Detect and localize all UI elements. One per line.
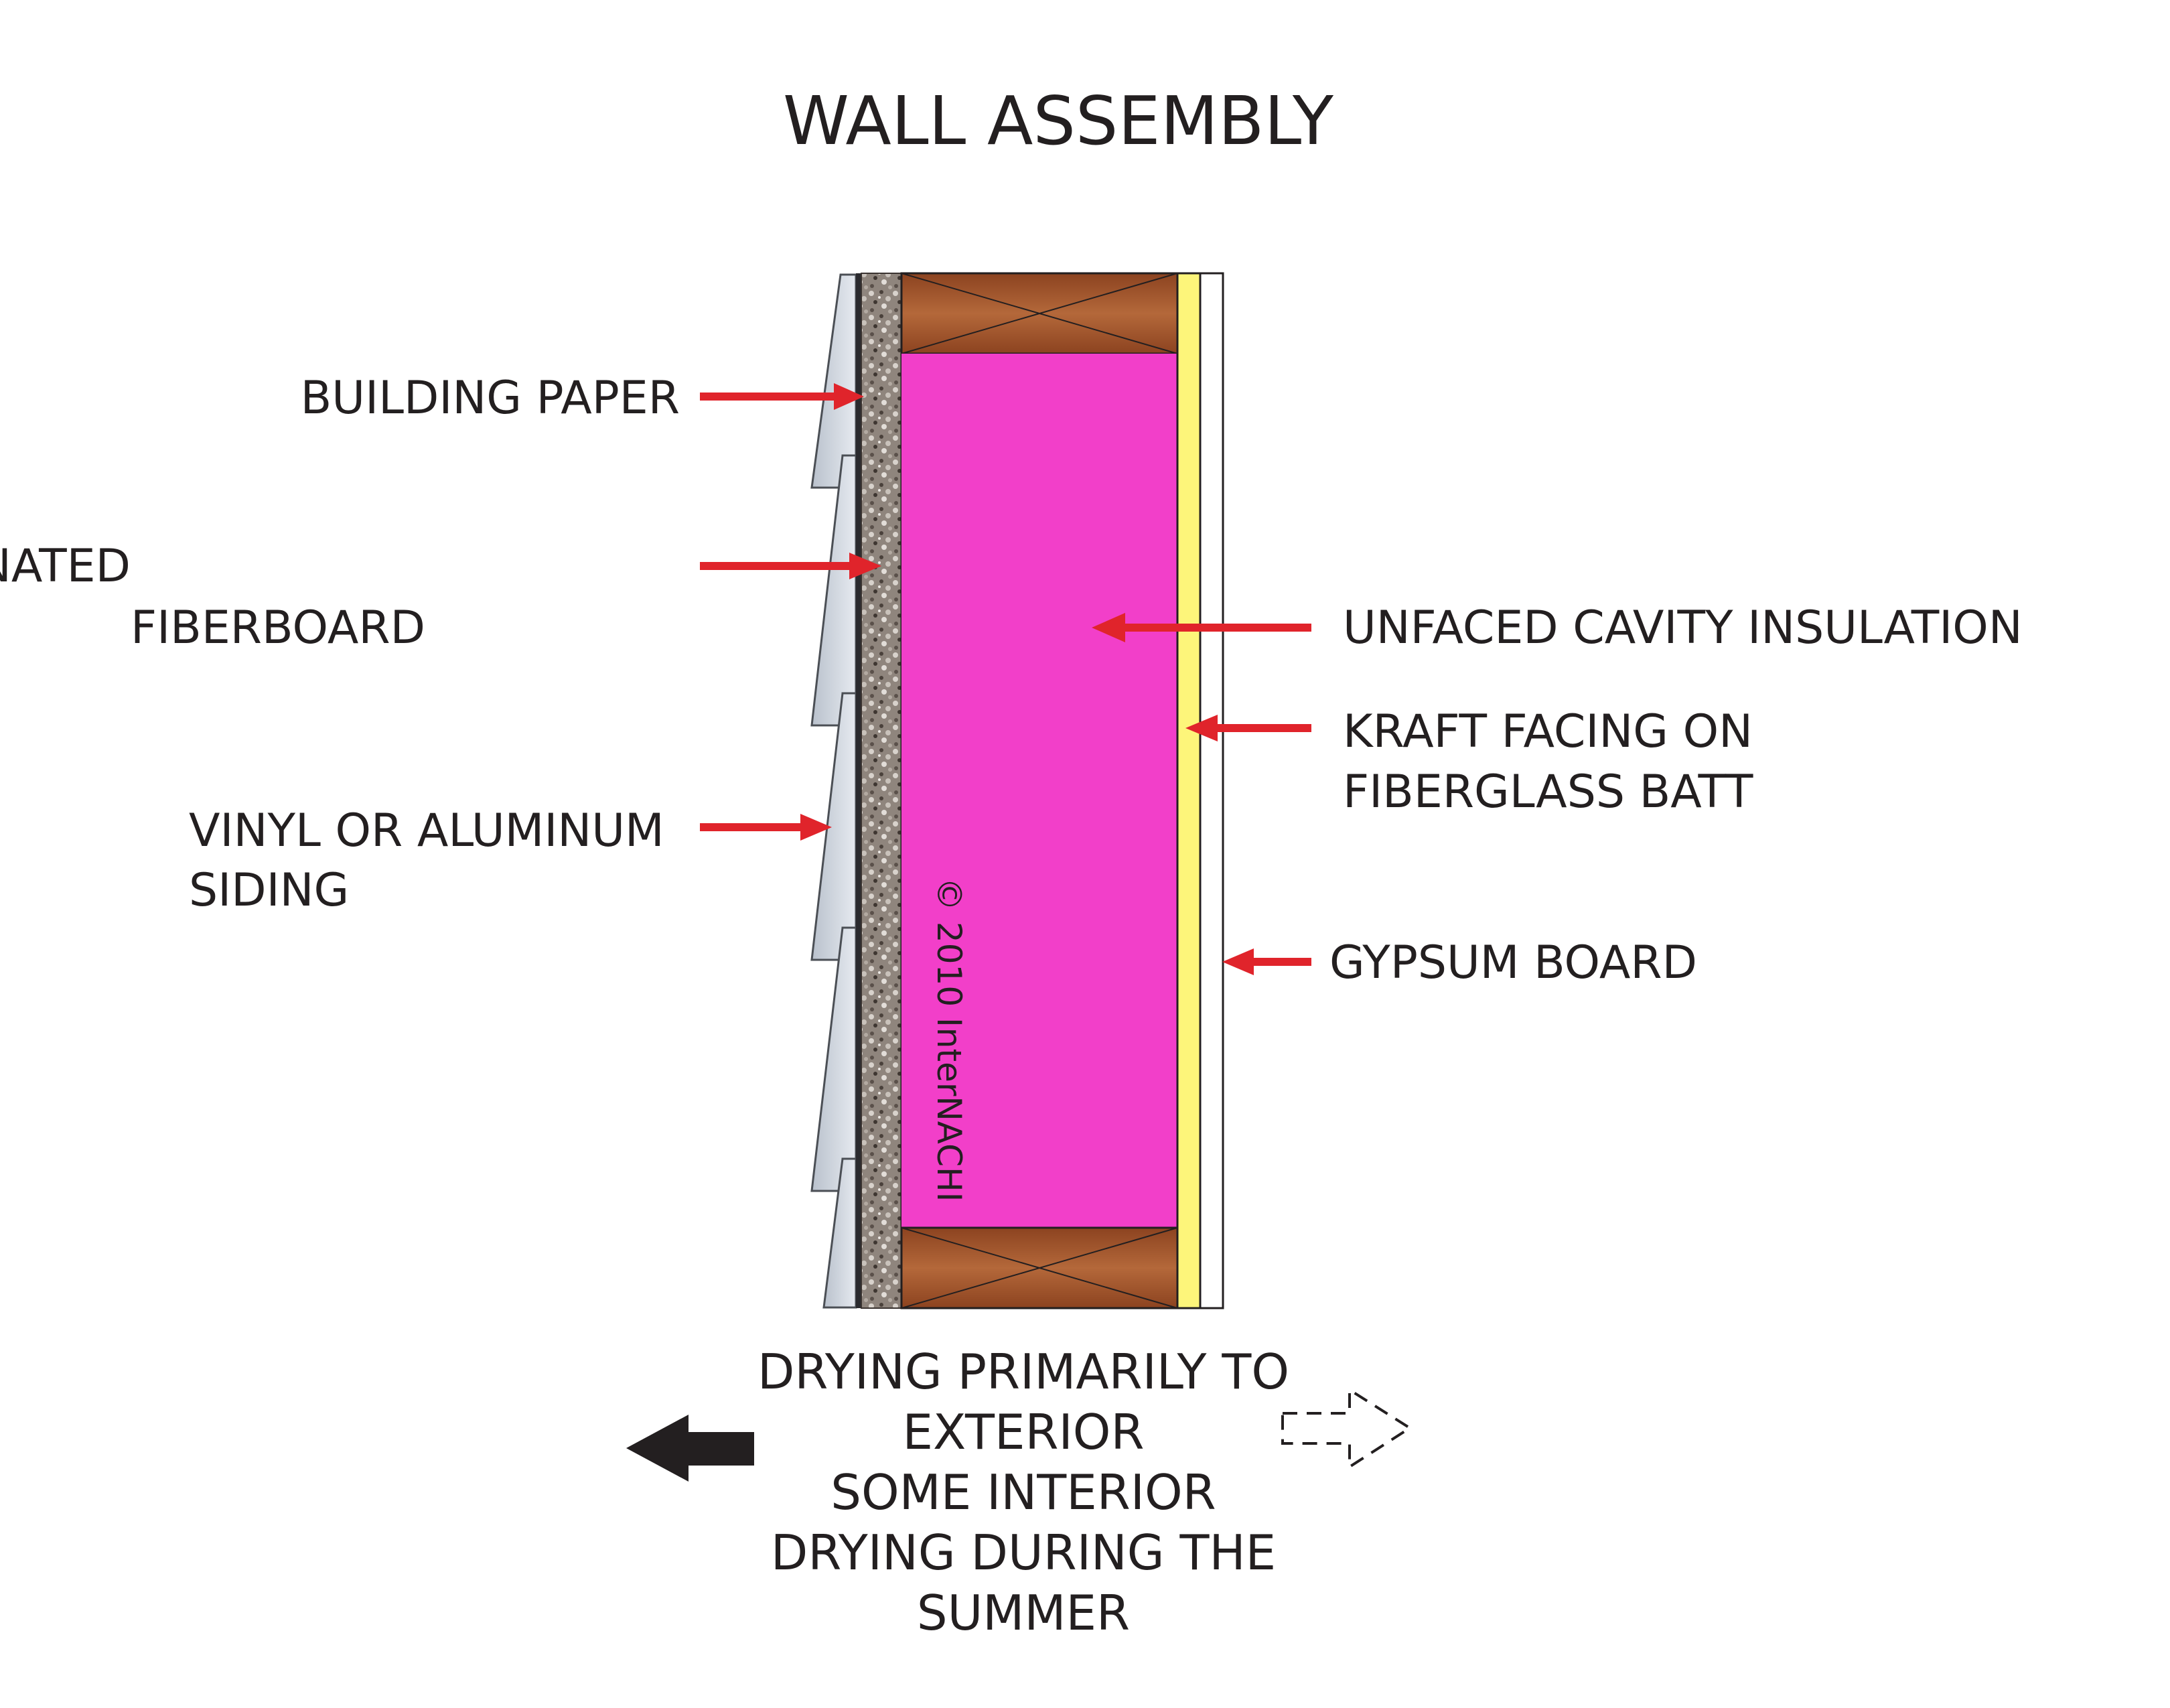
label-siding-line2: SIDING xyxy=(189,864,349,917)
label-fiberboard-line1: ASPHALT-IMPREGNATED xyxy=(0,540,131,593)
label-kraft-facing-line1: KRAFT FACING ON xyxy=(1343,705,1753,758)
diagram-title: WALL ASSEMBLY xyxy=(783,82,1334,160)
drying-caption-line1: DRYING PRIMARILY TO xyxy=(757,1344,1289,1400)
label-gypsum-board: GYPSUM BOARD xyxy=(1329,936,1697,989)
label-building-paper: BUILDING PAPER xyxy=(301,372,680,425)
building-paper-layer xyxy=(856,273,861,1308)
drying-exterior-arrow xyxy=(626,1415,754,1482)
label-cavity-insulation: UNFACED CAVITY INSULATION xyxy=(1343,601,2023,654)
svg-text:KRAFT FACING ON: KRAFT FACING ON xyxy=(1343,705,1753,758)
cavity-insulation xyxy=(901,354,1177,1228)
copyright-text: © 2010 InterNACHI xyxy=(930,877,968,1202)
wall-section xyxy=(810,272,1224,1309)
copyright-watermark: © 2010 InterNACHI xyxy=(930,877,968,1202)
label-kraft-facing-line2: FIBERGLASS BATT xyxy=(1343,766,1753,819)
drying-caption-line3: SOME INTERIOR xyxy=(830,1464,1216,1520)
arrow-kraft-facing xyxy=(1185,715,1311,741)
svg-text:ASPHALT-IMPREGNATED: ASPHALT-IMPREGNATED xyxy=(0,540,131,593)
drying-caption: DRYING PRIMARILY TO EXTERIOR SOME INTERI… xyxy=(757,1344,1289,1641)
arrow-cavity-insulation xyxy=(1092,613,1311,642)
arrow-gypsum-board xyxy=(1222,948,1311,975)
label-fiberboard-line2: FIBERBOARD xyxy=(131,601,425,654)
svg-text:SIDING: SIDING xyxy=(189,864,349,917)
gypsum-board-layer xyxy=(1199,272,1224,1309)
arrow-siding xyxy=(700,814,832,841)
svg-text:VINYL OR ALUMINUM: VINYL OR ALUMINUM xyxy=(189,804,664,857)
bottom-plate xyxy=(900,1226,1179,1309)
siding-course xyxy=(810,926,857,1192)
fiberboard-layer xyxy=(861,273,902,1309)
kraft-facing-layer xyxy=(1176,272,1202,1309)
siding-course xyxy=(810,454,857,727)
drying-interior-arrow xyxy=(1281,1387,1413,1470)
drying-caption-line5: SUMMER xyxy=(917,1585,1130,1641)
arrow-building-paper xyxy=(700,383,864,410)
drying-caption-line2: EXTERIOR xyxy=(903,1404,1145,1460)
svg-text:FIBERBOARD: FIBERBOARD xyxy=(131,601,425,654)
label-siding-line1: VINYL OR ALUMINUM xyxy=(189,804,664,857)
svg-text:FIBERGLASS BATT: FIBERGLASS BATT xyxy=(1343,766,1753,819)
top-plate xyxy=(900,272,1179,355)
siding-panels xyxy=(810,273,857,1309)
arrow-fiberboard xyxy=(700,553,881,579)
drying-caption-line4: DRYING DURING THE xyxy=(771,1524,1276,1581)
